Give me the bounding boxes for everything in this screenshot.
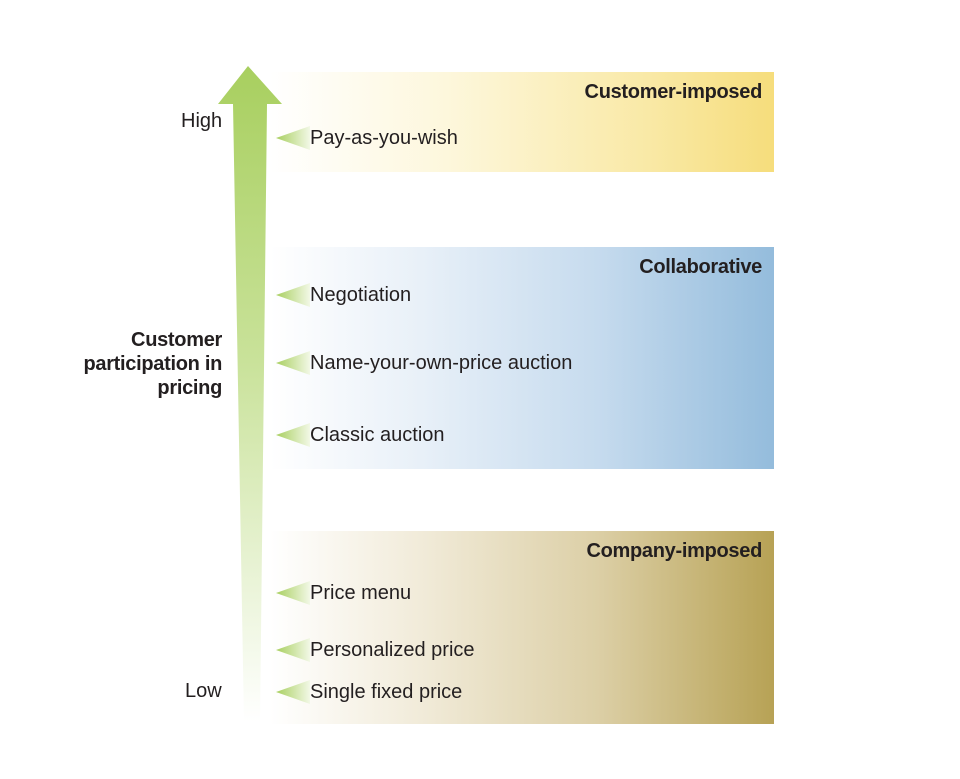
company-imposed-band: Company-imposed <box>270 531 774 724</box>
item-personalized-price: Personalized price <box>276 635 475 665</box>
participation-arrow-icon <box>218 66 282 722</box>
axis-high-label: High <box>181 110 223 132</box>
item-pay-as-you-wish: Pay-as-you-wish <box>276 123 458 153</box>
pointer-icon <box>276 638 310 662</box>
item-label: Personalized price <box>310 638 475 661</box>
company-imposed-title: Company-imposed <box>586 540 762 562</box>
customer-imposed-title: Customer-imposed <box>584 81 763 103</box>
axis-low-label: Low <box>185 680 222 702</box>
item-label: Name-your-own-price auction <box>310 351 573 374</box>
axis-title: Customer participation in pricing <box>83 329 222 399</box>
item-negotiation: Negotiation <box>276 280 411 310</box>
item-classic-auction: Classic auction <box>276 420 445 450</box>
item-price-menu: Price menu <box>276 578 411 608</box>
item-label: Negotiation <box>310 283 412 306</box>
item-label: Classic auction <box>310 423 445 446</box>
collaborative-band: Collaborative <box>270 247 774 469</box>
customer-imposed-band: Customer-imposed <box>270 72 774 172</box>
item-label: Pay-as-you-wish <box>310 126 458 149</box>
pointer-icon <box>276 283 310 307</box>
collaborative-title: Collaborative <box>639 256 762 278</box>
pointer-icon <box>276 351 310 375</box>
pointer-icon <box>276 126 310 150</box>
pointer-icon <box>276 680 310 704</box>
pointer-icon <box>276 423 310 447</box>
item-label: Price menu <box>310 581 412 604</box>
item-single-fixed-price: Single fixed price <box>276 677 462 707</box>
pointer-icon <box>276 581 310 605</box>
item-name-your-own-price-auction: Name-your-own-price auction <box>276 348 572 378</box>
item-label: Single fixed price <box>310 680 463 703</box>
